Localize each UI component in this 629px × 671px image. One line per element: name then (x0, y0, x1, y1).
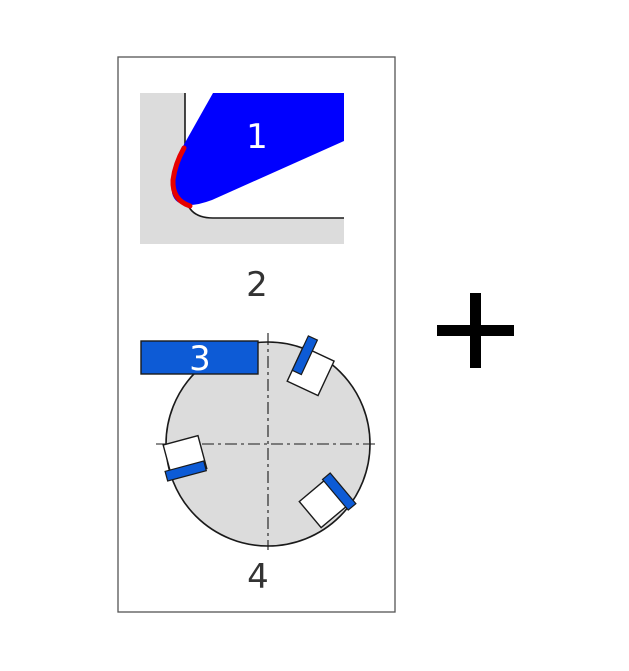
insert-left (162, 434, 208, 482)
insert-top-right (286, 335, 336, 397)
corner-detail: 1 (140, 93, 344, 244)
label-tool-tip: 1 (246, 117, 268, 157)
label-workpiece-corner: 2 (246, 265, 268, 305)
tool-tip-shape (172, 93, 344, 206)
label-tool-insert: 3 (189, 339, 211, 379)
insert-bottom-right (298, 472, 357, 529)
tool-insert-bar (140, 340, 259, 375)
wear-zone (170, 145, 193, 209)
label-milling-cutter: 4 (247, 557, 269, 597)
plus-sign (437, 293, 514, 368)
milling-cutter-view: 3 (140, 333, 378, 550)
